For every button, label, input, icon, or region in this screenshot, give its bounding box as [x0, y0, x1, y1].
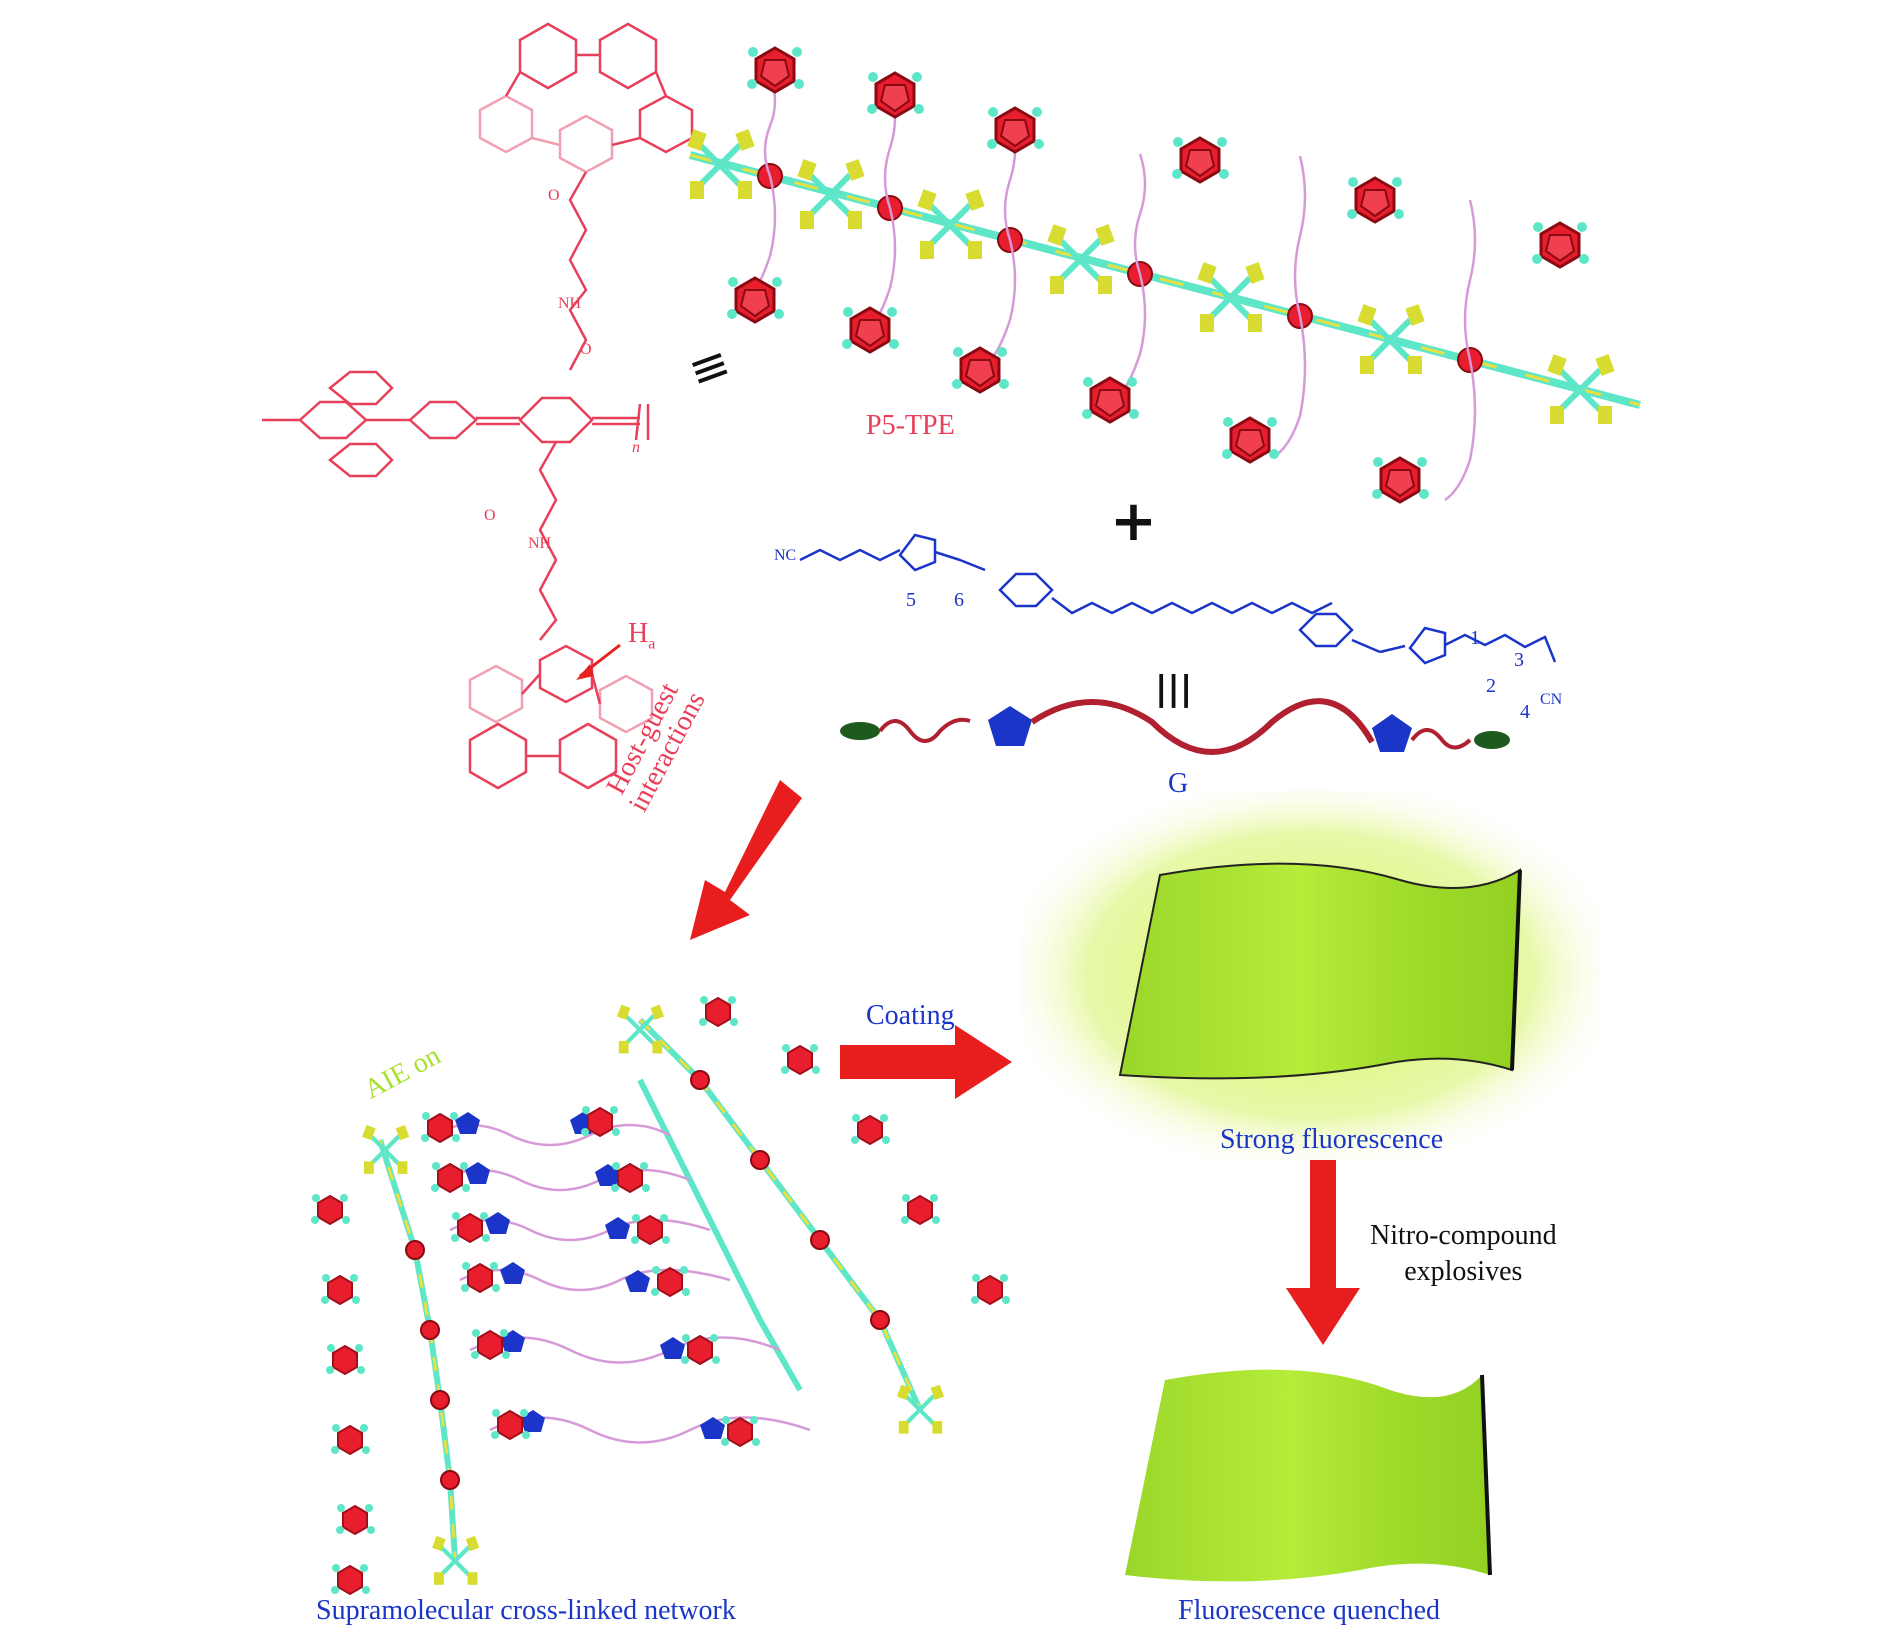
p5-tpe-label: P5-TPE — [866, 410, 955, 441]
plus-symbol: + — [1110, 489, 1157, 554]
cn-right: CN — [1540, 691, 1563, 708]
model-lower-caps — [725, 275, 1431, 504]
num-2: 2 — [1486, 675, 1496, 697]
model-upper-caps — [745, 45, 1591, 269]
o-top: O — [548, 187, 560, 204]
coating-label: Coating — [866, 1000, 955, 1031]
guest-end-left — [840, 722, 880, 740]
o-carbonyl-top: O — [580, 341, 592, 358]
nc-left: NC — [774, 547, 797, 564]
host-guest-arrow — [690, 780, 802, 940]
strong-fluorescence-label: Strong fluorescence — [1220, 1124, 1444, 1155]
ha-label: Ha — [628, 620, 655, 653]
num-1: 1 — [1470, 627, 1480, 649]
strong-fluorescence-film — [1020, 790, 1600, 1160]
nh-bottom: NH — [528, 535, 552, 552]
quenched-film — [1125, 1369, 1492, 1582]
network-backbones — [377, 1017, 923, 1561]
num-3: 3 — [1514, 649, 1524, 671]
num-4: 4 — [1520, 701, 1530, 723]
equiv-vertical-symbol: ||| — [1155, 669, 1192, 709]
network-backbones-yellow — [378, 1018, 922, 1561]
coating-arrow — [840, 1025, 1012, 1099]
guest-structure — [799, 533, 1557, 665]
network-model — [310, 995, 1011, 1595]
pillararene-bottom — [468, 644, 654, 790]
nh-top: NH — [558, 295, 582, 312]
pillararene-top — [478, 22, 694, 174]
guest-chain — [878, 717, 971, 743]
network-label: Supramolecular cross-linked network — [316, 1595, 736, 1626]
num-5: 5 — [906, 589, 916, 611]
ha-main: H — [628, 618, 649, 649]
nitro-label: Nitro-compound explosives — [1370, 1222, 1557, 1286]
ha-sub: a — [648, 635, 656, 653]
guest-triazole-left — [988, 706, 1032, 746]
linker-bottom — [538, 441, 558, 641]
nitro-line1: Nitro-compound — [1370, 1220, 1557, 1251]
film-glowing — [1118, 862, 1522, 1080]
linker-top — [568, 171, 588, 371]
repeat-n: n — [632, 439, 640, 456]
network-triazoles — [455, 1112, 725, 1439]
network-red-nodes — [405, 1070, 890, 1490]
nitro-arrow — [1286, 1160, 1360, 1345]
p5-tpe-model — [687, 45, 1642, 504]
guest-label: G — [1168, 768, 1189, 799]
nitro-line2: explosives — [1404, 1256, 1523, 1287]
guest-triazole-right — [1372, 714, 1412, 752]
p5-tpe-structure — [262, 22, 694, 790]
polymer-backbone — [262, 370, 650, 478]
film-quenched — [1125, 1369, 1490, 1582]
equiv-symbol: ≡ — [681, 334, 738, 400]
o-carbonyl-bottom: O — [484, 507, 496, 524]
network-caps — [310, 995, 1011, 1595]
guest-end-right — [1474, 731, 1510, 749]
guest-cartoon — [840, 698, 1510, 755]
num-6: 6 — [954, 589, 964, 611]
quenched-label: Fluorescence quenched — [1178, 1595, 1440, 1626]
